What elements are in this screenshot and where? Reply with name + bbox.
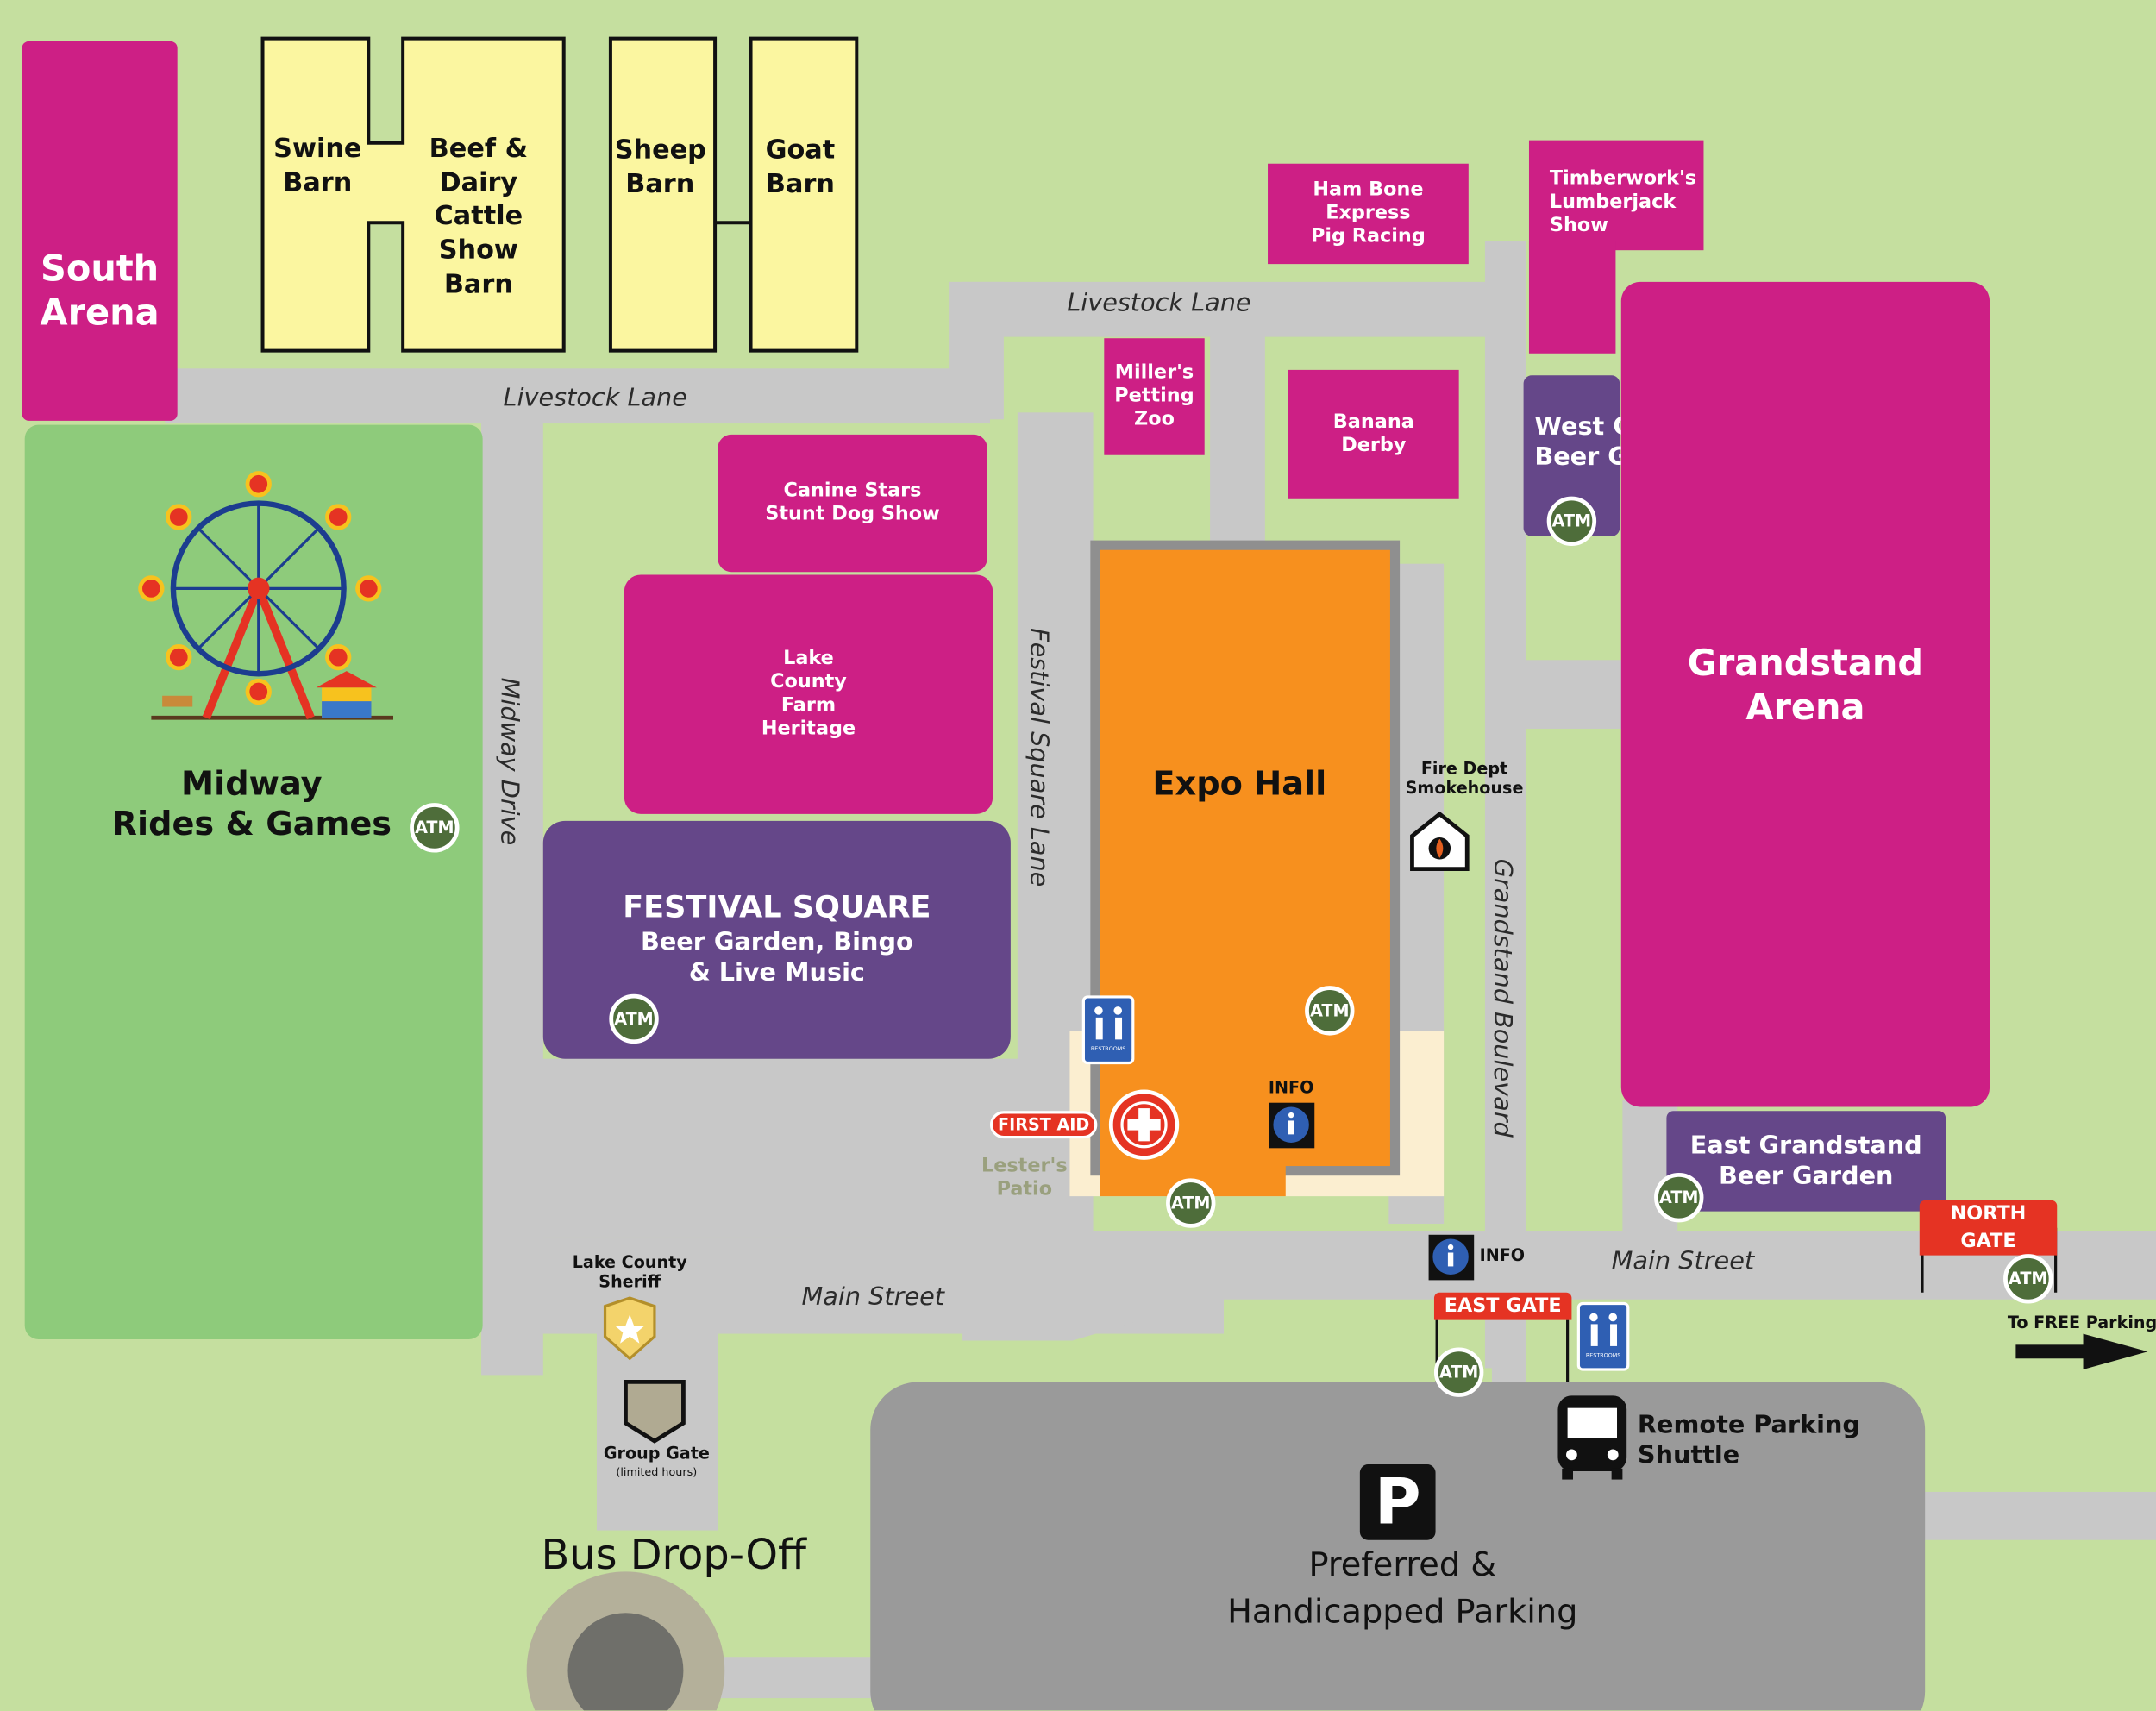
info-icon	[1269, 1102, 1315, 1149]
street-midway-drive: Midway Drive	[494, 677, 524, 846]
to-free-parking[interactable]: To FREE Parking	[2007, 1313, 2156, 1332]
banana-derby[interactable]: Banana Derby	[1288, 369, 1459, 499]
street-grandstand-boulevard: Grandstand Boulevard	[1487, 858, 1517, 1138]
fire-dept-smokehouse[interactable]: Fire Dept Smokehouse	[1405, 759, 1524, 799]
bus-drop-off[interactable]: Bus Drop-Off	[541, 1532, 807, 1580]
swine-barn[interactable]: Swine Barn	[273, 133, 362, 198]
info-label-expo[interactable]: INFO	[1268, 1078, 1314, 1098]
parking-letter: P	[1374, 1464, 1421, 1539]
lesters-patio[interactable]: Lester's Patio	[981, 1155, 1068, 1200]
group-gate-icon	[624, 1379, 686, 1444]
free-parking-arrow-icon	[2015, 1333, 2148, 1370]
atm-midway[interactable]: ATM	[410, 803, 460, 853]
midway-rides-games[interactable]: Midway Rides & Games	[111, 764, 392, 843]
info-icon-main-street	[1428, 1234, 1475, 1281]
beef-dairy-cattle[interactable]: Beef & Dairy Cattle	[429, 133, 529, 232]
canine-stars-stunt-dog-show[interactable]: Canine Stars Stunt Dog Show	[718, 434, 987, 573]
lake-county-farm-heritage[interactable]: Lake County Farm Heritage	[624, 574, 993, 814]
south-arena[interactable]: South Arena	[22, 41, 178, 421]
show-barn[interactable]: Show Barn	[438, 235, 518, 300]
atm-west-beer-garden[interactable]: ATM	[1546, 496, 1597, 546]
group-gate-note: (limited hours)	[616, 1465, 698, 1478]
timberwork-stem-block	[1528, 241, 1616, 354]
lake-county-sheriff[interactable]: Lake County Sheriff	[572, 1252, 687, 1292]
first-aid-icon	[1108, 1089, 1180, 1160]
festival-square-subtitle: Beer Garden, Bingo & Live Music	[640, 928, 913, 987]
preferred-handicapped-parking[interactable]: Preferred & Handicapped Parking	[1227, 1545, 1578, 1631]
street-livestock-lane-west: Livestock Lane	[503, 383, 687, 413]
festival-square-title: FESTIVAL SQUARE	[623, 891, 931, 926]
parking-p-icon	[1359, 1464, 1436, 1540]
ferris-wheel-icon	[138, 471, 393, 720]
east-gate[interactable]: EAST GATE	[1433, 1292, 1572, 1320]
street-livestock-lane-east: Livestock Lane	[1067, 288, 1251, 318]
atm-east-gate[interactable]: ATM	[1433, 1347, 1484, 1397]
expo-hall[interactable]: Expo Hall	[1152, 764, 1327, 804]
restroom-icon-expo	[1081, 995, 1135, 1065]
ham-bone-pig-racing[interactable]: Ham Bone Express Pig Racing	[1268, 163, 1469, 265]
timberwork-lumberjack-show[interactable]: Timberwork's Lumberjack Show	[1549, 167, 1697, 236]
east-grandstand-beer-garden[interactable]: East Grandstand Beer Garden	[1666, 1111, 1946, 1212]
restrooms-label-expo: RESTROOMS	[1090, 1044, 1126, 1052]
info-label-main-street[interactable]: INFO	[1479, 1245, 1526, 1265]
remote-parking-shuttle[interactable]: Remote Parking Shuttle	[1637, 1410, 1860, 1470]
group-gate[interactable]: Group Gate	[603, 1444, 710, 1463]
grandstand-arena[interactable]: Grandstand Arena	[1620, 281, 1990, 1107]
atm-expo-hall[interactable]: ATM	[1305, 986, 1355, 1036]
timberwork-top-block	[1528, 140, 1704, 251]
restroom-icon-gate	[1576, 1301, 1630, 1371]
atm-festival-square[interactable]: ATM	[609, 993, 659, 1044]
street-main-street-east: Main Street	[1611, 1247, 1755, 1276]
atm-north-gate[interactable]: ATM	[2003, 1254, 2053, 1304]
sheep-barn[interactable]: Sheep Barn	[614, 135, 706, 199]
smokehouse-icon	[1410, 811, 1470, 872]
restrooms-label-gate: RESTROOMS	[1585, 1351, 1621, 1359]
atm-east-beer-garden[interactable]: ATM	[1654, 1173, 1704, 1223]
street-main-street-west: Main Street	[801, 1282, 945, 1313]
street-festival-square-lane: Festival Square Lane	[1024, 628, 1053, 887]
atm-lesters-patio[interactable]: ATM	[1166, 1178, 1216, 1228]
sheriff-badge-icon	[603, 1296, 656, 1361]
first-aid-label[interactable]: FIRST AID	[989, 1111, 1098, 1139]
millers-petting-zoo[interactable]: Miller's Petting Zoo	[1104, 338, 1205, 455]
bus-icon	[1557, 1395, 1627, 1480]
north-gate[interactable]: NORTH GATE	[1919, 1200, 2058, 1256]
goat-barn[interactable]: Goat Barn	[765, 135, 836, 199]
